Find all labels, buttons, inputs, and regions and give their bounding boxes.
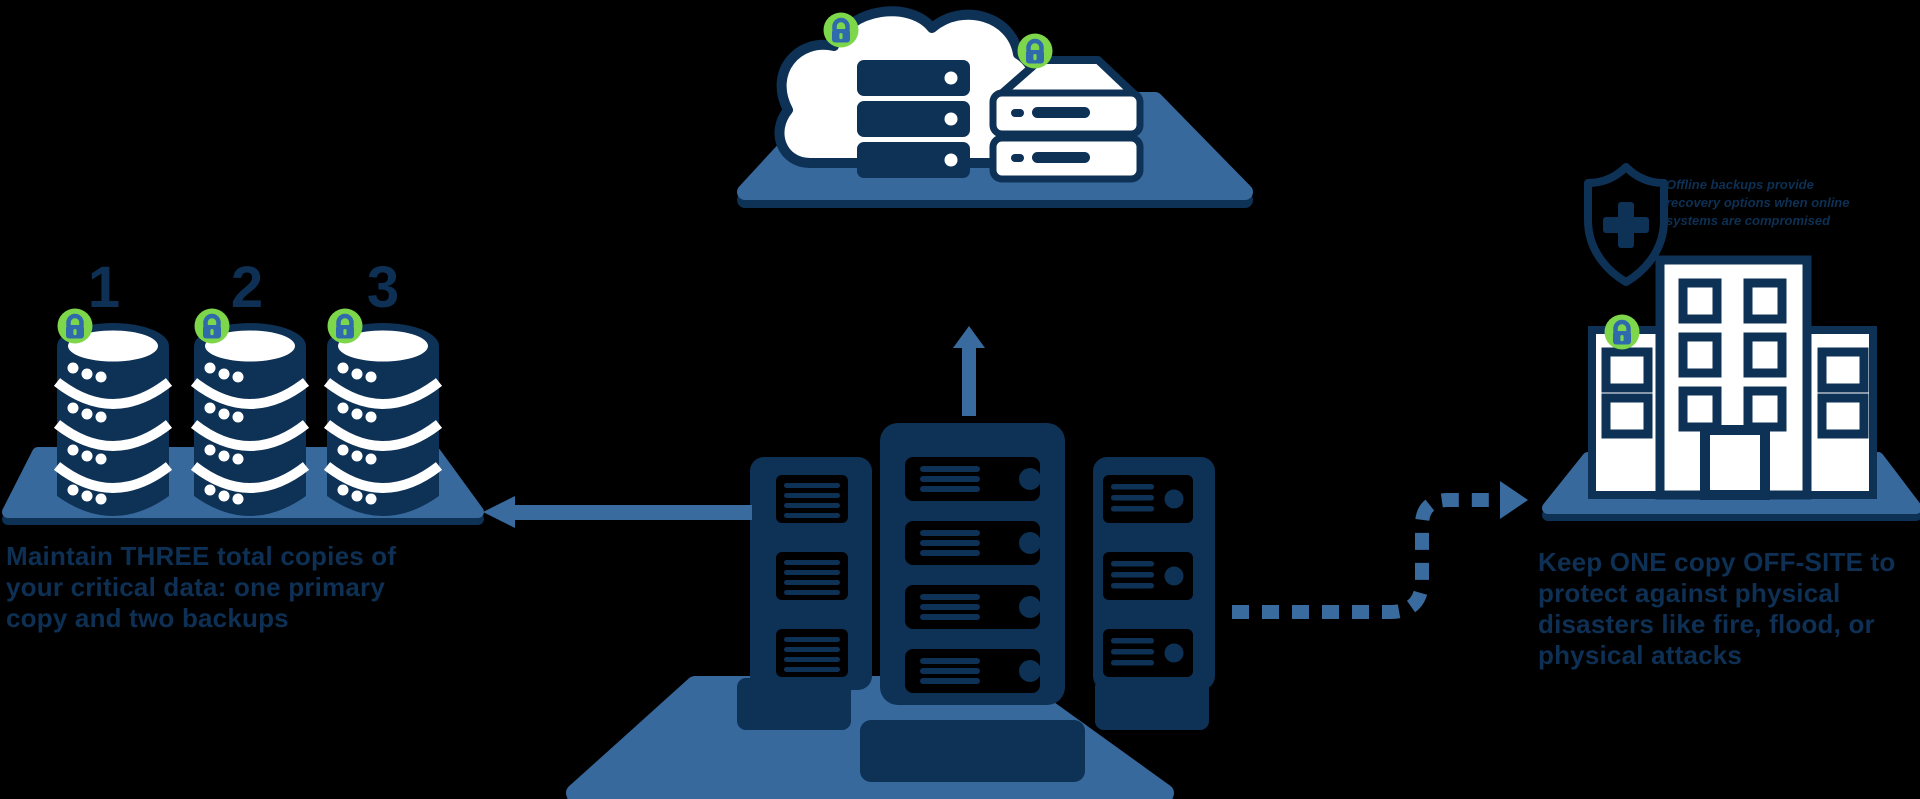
server-rack-center-icon	[880, 423, 1065, 705]
caption-line: disasters like fire, flood, or	[1538, 609, 1875, 639]
rack-pedestal	[1095, 678, 1209, 730]
database-icon	[327, 323, 439, 516]
copy-number-2: 2	[231, 255, 263, 320]
server-rack-left-icon	[750, 457, 872, 690]
note-line: systems are compromised	[1666, 213, 1831, 228]
arrow-left-icon	[483, 496, 752, 528]
rack-pedestal	[860, 720, 1085, 782]
dashed-arrow-icon	[1232, 481, 1528, 619]
padlock-icon	[1018, 34, 1053, 69]
copy-number-1: 1	[88, 255, 120, 320]
primary-server-illustration	[483, 326, 1528, 799]
caption-line: protect against physical	[1538, 578, 1841, 608]
note-line: Offline backups provide	[1666, 177, 1814, 192]
padlock-icon	[1605, 315, 1640, 350]
offline-backup-note: Offline backups provide recovery options…	[1666, 176, 1920, 230]
caption-line: Keep ONE copy OFF-SITE to	[1538, 547, 1896, 577]
caption-line: your critical data: one primary	[6, 572, 385, 602]
server-rack-right-icon	[1093, 457, 1215, 690]
caption-line: physical attacks	[1538, 640, 1743, 670]
cloud-backup-illustration	[737, 6, 1253, 208]
rack-pedestal	[737, 678, 851, 730]
cloud-server-icon	[857, 60, 970, 178]
shield-plus-icon	[1584, 163, 1668, 286]
offsite-building-illustration	[1542, 163, 1920, 521]
note-line: recovery options when online	[1666, 195, 1850, 210]
arrow-up-icon	[953, 326, 985, 416]
building-icon	[1588, 255, 1877, 500]
caption-line: Maintain THREE total copies of	[6, 541, 397, 571]
padlock-icon	[328, 309, 363, 344]
building-door	[1700, 425, 1770, 500]
nas-icon	[989, 56, 1144, 183]
caption-line: copy and two backups	[6, 603, 289, 633]
three-copies-illustration: 1 2 3	[2, 255, 484, 525]
padlock-icon	[824, 13, 859, 48]
three-copies-caption: Maintain THREE total copies of your crit…	[6, 541, 396, 634]
database-icon	[57, 323, 169, 516]
padlock-icon	[195, 309, 230, 344]
copy-number-3: 3	[367, 255, 399, 320]
database-icon	[194, 323, 306, 516]
padlock-icon	[58, 309, 93, 344]
offsite-caption: Keep ONE copy OFF-SITE to protect agains…	[1538, 547, 1920, 671]
